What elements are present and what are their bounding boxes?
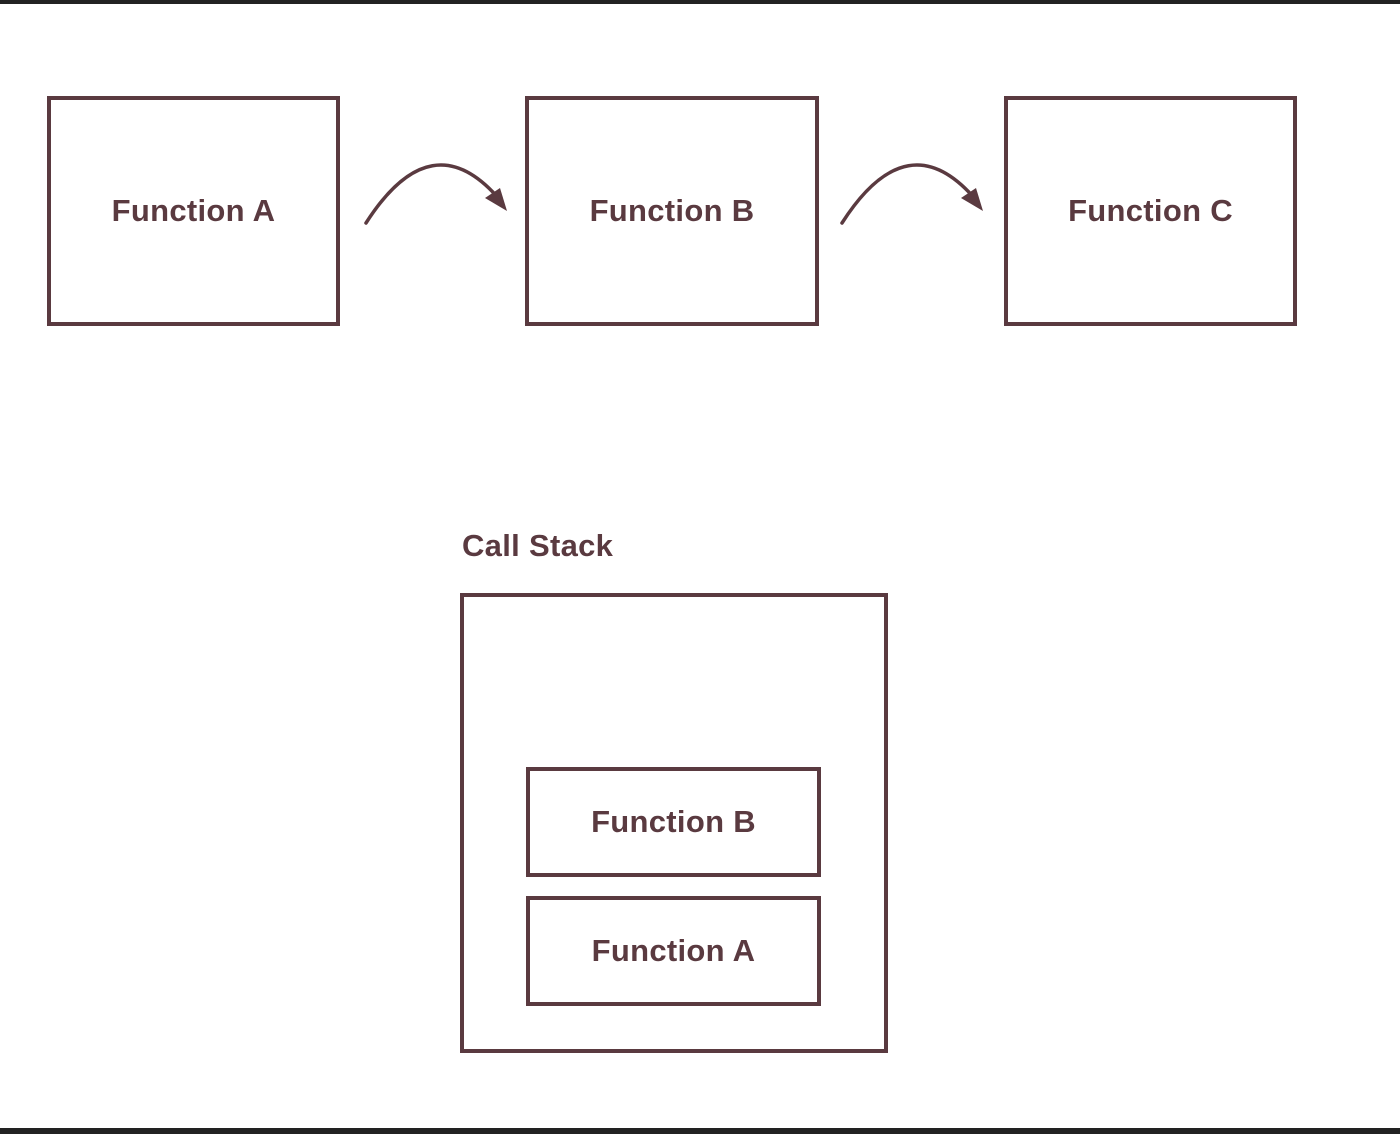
call-stack-title: Call Stack	[462, 528, 614, 563]
arrow-b-to-c	[840, 163, 983, 225]
arrow-a-to-b	[364, 163, 507, 225]
call-stack-frame-function-a: Function A	[526, 896, 821, 1006]
function-a-box: Function A	[47, 96, 340, 326]
function-c-label: Function C	[1068, 193, 1233, 228]
call-stack-frame-function-b: Function B	[526, 767, 821, 877]
top-border	[0, 0, 1400, 4]
call-stack-frame-label: Function B	[591, 804, 756, 839]
bottom-border	[0, 1128, 1400, 1134]
function-b-label: Function B	[589, 193, 755, 228]
function-a-label: Function A	[111, 193, 276, 228]
function-b-box: Function B	[525, 96, 819, 326]
call-stack-frame-label: Function A	[591, 933, 756, 968]
function-c-box: Function C	[1004, 96, 1297, 326]
